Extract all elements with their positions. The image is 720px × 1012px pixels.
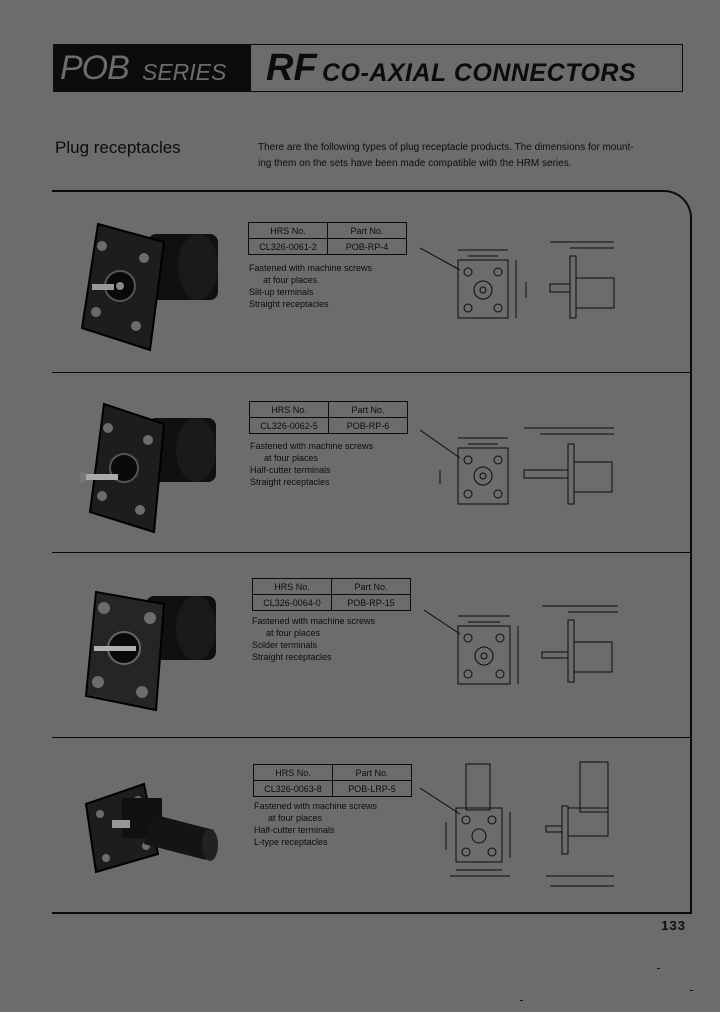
desc-line: Fastened with machine screws (250, 441, 374, 451)
series-suffix: SERIES (142, 59, 227, 85)
intro-line-1: There are the following types of plug re… (258, 142, 634, 153)
desc-line: at four places (266, 628, 321, 638)
rf-label: RF (266, 47, 317, 89)
divider-2 (52, 552, 692, 553)
page-number: 133 (661, 918, 686, 933)
desc-line: Fastened with machine screws (254, 801, 378, 811)
desc-line: Straight receptacles (252, 652, 332, 662)
part-number: POB-RP-6 (328, 417, 408, 434)
hrs-header: HRS No. (253, 764, 333, 781)
part-number: POB-RP-4 (327, 238, 407, 255)
spec-table-1: HRS No. Part No. CL326-0061-2 POB-RP-4 (248, 222, 407, 255)
spec-table-2: HRS No. Part No. CL326-0062-5 POB-RP-6 (249, 401, 408, 434)
dimension-drawing-4 (420, 761, 614, 887)
desc-line: Straight receptacles (249, 299, 329, 309)
desc-line: at four places (268, 813, 323, 823)
hrs-header: HRS No. (252, 578, 332, 595)
dimension-drawing-3 (424, 605, 618, 685)
scan-speck (520, 1000, 523, 1001)
desc-line: Slit-up terminals (249, 287, 314, 297)
series-banner: POB SERIES RF CO-AXIAL CONNECTORS (53, 44, 683, 92)
desc-line: Fastened with machine screws (249, 263, 373, 273)
part-number: POB-LRP-5 (332, 780, 412, 797)
intro-text: There are the following types of plug re… (258, 140, 682, 172)
part-number: POB-RP-15 (331, 594, 411, 611)
desc-line: L-type receptacles (254, 837, 328, 847)
product-description-2: Fastened with machine screws at four pla… (250, 440, 373, 488)
scan-speck (657, 968, 660, 969)
hrs-number: CL326-0062-5 (249, 417, 329, 434)
desc-line: Solder terminals (252, 640, 318, 650)
hrs-header: HRS No. (249, 401, 329, 418)
desc-line: Half-cutter terminals (250, 465, 331, 475)
connector-photo-2 (80, 402, 216, 534)
product-description-1: Fastened with machine screws at four pla… (249, 262, 372, 310)
part-header: Part No. (332, 764, 412, 781)
divider-1 (52, 372, 692, 373)
part-header: Part No. (327, 222, 407, 239)
hrs-number: CL326-0063-8 (253, 780, 333, 797)
banner-black-block (54, 45, 251, 91)
product-description-3: Fastened with machine screws at four pla… (252, 615, 375, 663)
spec-table-4: HRS No. Part No. CL326-0063-8 POB-LRP-5 (253, 764, 412, 797)
connector-photo-1 (80, 222, 218, 352)
desc-line: at four places (264, 453, 319, 463)
dimension-drawing-1 (420, 241, 615, 319)
page-title: CO-AXIAL CONNECTORS (322, 59, 637, 87)
desc-line: at four places (263, 275, 318, 285)
spec-table-3: HRS No. Part No. CL326-0064-0 POB-RP-15 (252, 578, 411, 611)
hrs-header: HRS No. (248, 222, 328, 239)
divider-3 (52, 737, 692, 738)
dimension-drawing-2 (420, 427, 614, 505)
section-title: Plug receptacles (55, 138, 181, 157)
desc-line: Fastened with machine screws (252, 616, 376, 626)
desc-line: Straight receptacles (250, 477, 330, 487)
intro-line-2: ing them on the sets have been made comp… (258, 158, 572, 169)
hrs-number: CL326-0064-0 (252, 594, 332, 611)
connector-photo-4 (84, 782, 218, 874)
desc-line: Half-cutter terminals (254, 825, 335, 835)
part-header: Part No. (331, 578, 411, 595)
hrs-number: CL326-0061-2 (248, 238, 328, 255)
connector-photo-3 (84, 590, 216, 712)
product-description-4: Fastened with machine screws at four pla… (254, 800, 377, 848)
series-prefix: POB (60, 49, 130, 87)
scan-speck (690, 990, 693, 991)
part-header: Part No. (328, 401, 408, 418)
